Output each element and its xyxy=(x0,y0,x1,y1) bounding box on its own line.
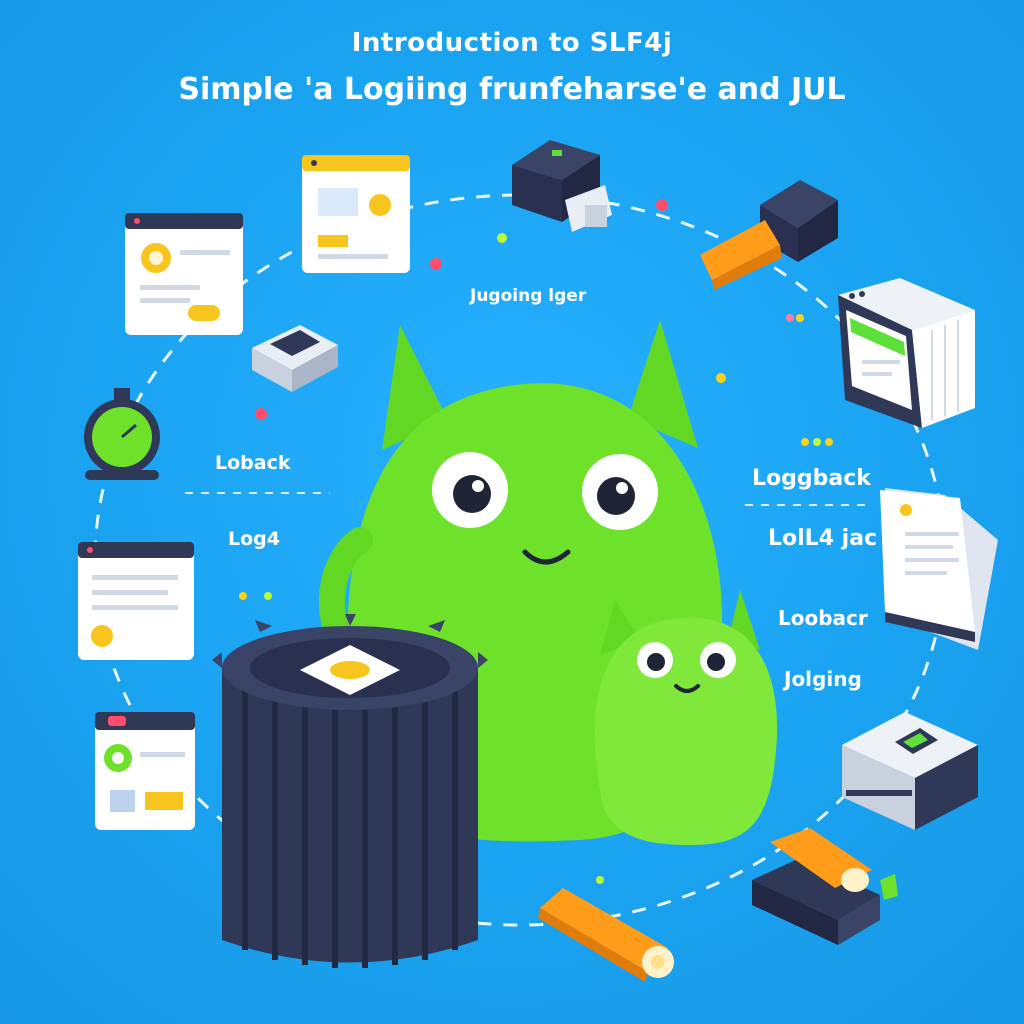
label-right-4: Jolging xyxy=(784,667,862,691)
monitor-server-icon xyxy=(838,278,975,428)
browser-window-top xyxy=(302,155,410,273)
label-left-top: Loback xyxy=(215,452,291,474)
decorative-dots xyxy=(239,199,833,884)
browser-window-left xyxy=(125,213,243,335)
stopwatch-icon xyxy=(84,388,160,480)
browser-window-bottom-left xyxy=(95,712,195,830)
document-pages-icon xyxy=(880,488,998,650)
label-right-1: Loggback xyxy=(752,466,871,491)
title-line-2: Simple ꞌa Logiing frunfeharseꞌe and JUL xyxy=(178,72,846,107)
document-window-left xyxy=(78,542,194,660)
wood-log-icon xyxy=(538,888,674,982)
mascot-small xyxy=(594,590,778,845)
label-center: Jugoing lger xyxy=(470,286,587,306)
label-right-2: LolL4 jac xyxy=(768,526,878,551)
server-cube-icon xyxy=(512,140,612,232)
label-left-bottom: Log4 xyxy=(228,528,280,550)
label-right-3: Loobacr xyxy=(778,606,868,630)
title-line-1: Introduction to SLF4j xyxy=(351,28,673,58)
stacked-box-icon xyxy=(842,712,978,830)
log-stack-icon xyxy=(752,828,898,945)
gear-cylinder-icon xyxy=(212,614,488,968)
device-box-icon xyxy=(252,325,338,392)
usb-drive-icon xyxy=(700,180,838,290)
